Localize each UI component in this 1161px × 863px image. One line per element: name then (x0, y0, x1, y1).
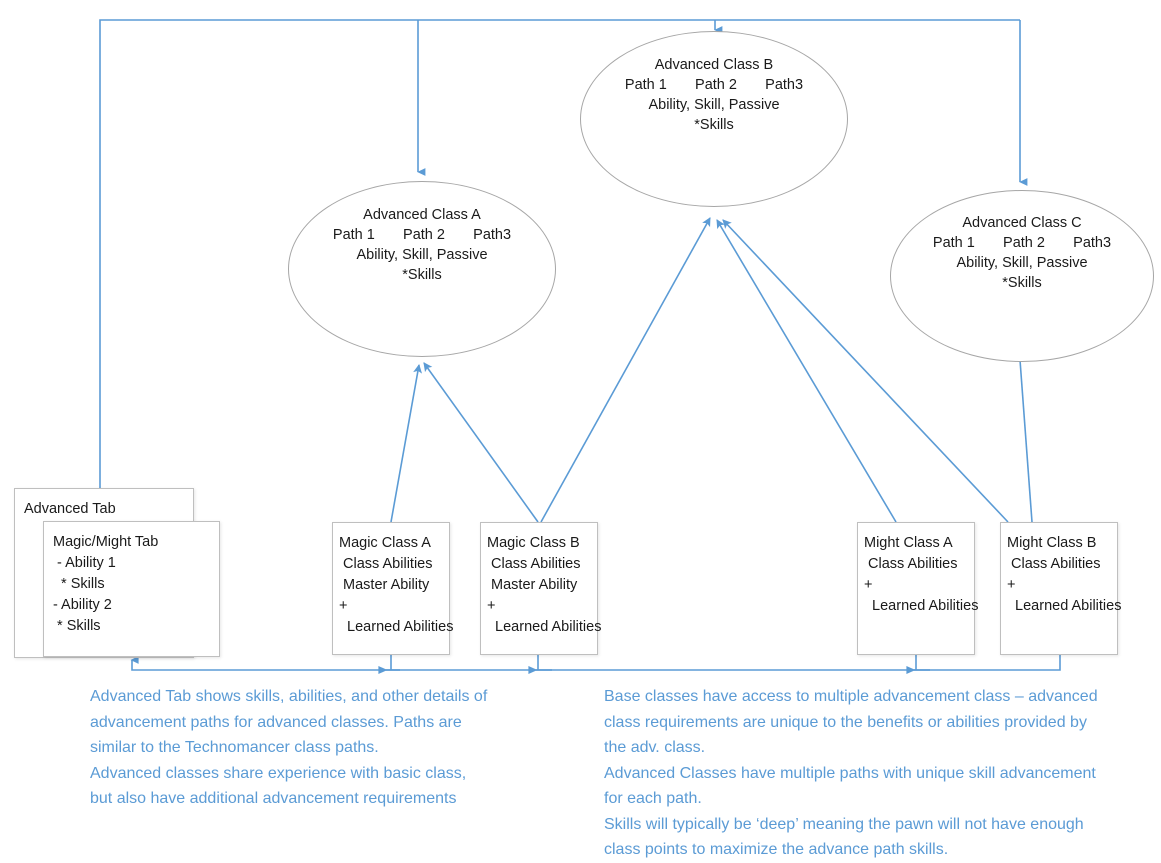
advanced-class-b-abilities: Ability, Skill, Passive (648, 97, 780, 113)
node-might-class-b[interactable]: Might Class B Class Abilities + Learned … (1000, 522, 1122, 655)
advanced-class-a-skills: *Skills (402, 267, 442, 283)
might-class-a-line3: + (864, 577, 873, 593)
magic-class-b-line2: Class Abilities (487, 556, 581, 572)
annotation-left: Advanced Tab shows skills, abilities, an… (90, 688, 488, 807)
might-class-b-title: Might Class B (1007, 535, 1097, 551)
advanced-class-b-skills: *Skills (694, 117, 734, 133)
node-magic-might-tab[interactable]: Magic/Might Tab - Ability 1 * Skills - A… (43, 521, 220, 657)
annotation-right: Base classes have access to multiple adv… (604, 688, 1098, 858)
might-class-b-line4: Learned Abilities (1007, 598, 1122, 614)
connector-magic-class-b-to-advanced-class-b (540, 217, 711, 523)
magic-class-b-line3: Master Ability (487, 577, 578, 593)
advanced-class-c-abilities: Ability, Skill, Passive (956, 255, 1088, 271)
advanced-class-a-title: Advanced Class A (363, 207, 481, 223)
advanced-class-b-title: Advanced Class B (654, 57, 774, 73)
connector-bottom-bus (130, 655, 1061, 671)
might-class-a-line4: Learned Abilities (864, 598, 979, 614)
might-class-a-title: Might Class A (864, 535, 953, 551)
connector-magic-class-b-to-advanced-class-a (423, 362, 539, 523)
magic-class-a-title: Magic Class A (339, 535, 431, 551)
node-advanced-class-c[interactable]: Advanced Class C Path 1 Path 2 Path3 Abi… (890, 190, 1154, 362)
node-magic-class-b[interactable]: Magic Class B Class Abilities Master Abi… (480, 522, 602, 655)
advanced-class-a-abilities: Ability, Skill, Passive (356, 247, 488, 263)
node-magic-class-a[interactable]: Magic Class A Class Abilities Master Abi… (332, 522, 454, 655)
might-class-b-line3: + (1007, 577, 1016, 593)
magic-might-tab-line2: - Ability 1 (53, 555, 116, 571)
node-advanced-class-b[interactable]: Advanced Class B Path 1 Path 2 Path3 Abi… (580, 31, 848, 207)
connector-might-class-b-to-advanced-class-c (1019, 359, 1033, 523)
magic-class-a-line3: Master Ability (339, 577, 430, 593)
advanced-tab-title: Advanced Tab (24, 501, 116, 517)
might-class-b-line2: Class Abilities (1007, 556, 1101, 572)
magic-class-a-line4: + (339, 598, 348, 614)
magic-might-tab-line4: - Ability 2 (53, 597, 112, 613)
magic-might-tab-line5: * Skills (53, 618, 101, 634)
node-advanced-class-a[interactable]: Advanced Class A Path 1 Path 2 Path3 Abi… (288, 181, 556, 357)
node-might-class-a[interactable]: Might Class A Class Abilities + Learned … (857, 522, 979, 655)
might-class-a-line2: Class Abilities (864, 556, 958, 572)
magic-might-tab-line3: * Skills (53, 576, 105, 592)
magic-might-tab-title: Magic/Might Tab (53, 534, 159, 550)
connector-advancedtab-to-top (99, 19, 1020, 488)
magic-class-a-line5: Learned Abilities (339, 619, 454, 635)
magic-class-b-line5: Learned Abilities (487, 619, 602, 635)
magic-class-b-title: Magic Class B (487, 535, 580, 551)
advanced-class-c-title: Advanced Class C (962, 215, 1082, 231)
connector-magic-class-a-to-advanced-class-a (390, 364, 423, 523)
advanced-class-b-paths: Path 1 Path 2 Path3 (624, 77, 804, 93)
connector-might-class-a-to-advanced-class-b (716, 219, 897, 523)
advanced-class-a-paths: Path 1 Path 2 Path3 (332, 227, 512, 243)
advanced-class-c-paths: Path 1 Path 2 Path3 (932, 235, 1112, 251)
advanced-class-c-skills: *Skills (1002, 275, 1042, 291)
magic-class-a-line2: Class Abilities (339, 556, 433, 572)
magic-class-b-line4: + (487, 598, 496, 614)
